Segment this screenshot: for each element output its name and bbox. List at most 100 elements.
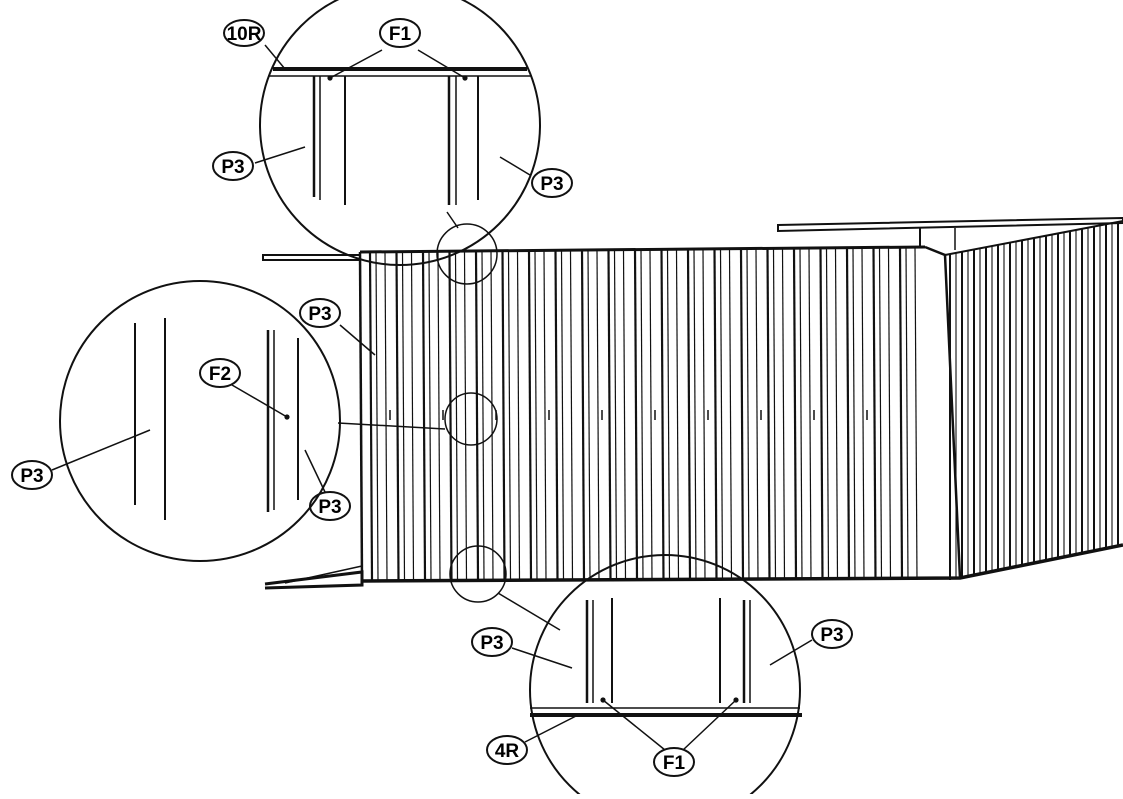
panel-rib: [660, 249, 665, 581]
label-f1-bottom: F1: [663, 753, 686, 774]
label-bubble: [309, 491, 351, 521]
panel-rib: [781, 248, 786, 581]
label-bubble: [471, 627, 513, 657]
panel-rib: [666, 249, 671, 581]
panel-rib: [501, 250, 506, 581]
panel-rib: [728, 248, 733, 581]
label-bubble: [379, 18, 421, 48]
panel-rib: [755, 248, 759, 581]
wall-left-edge: [358, 251, 364, 582]
label-p3-main: P3: [308, 304, 331, 325]
label-p3-bottom-right: P3: [820, 625, 843, 646]
label-bubble: [653, 747, 695, 777]
panel-rib: [799, 248, 803, 581]
panel-rib: [428, 251, 432, 581]
panel-rib: [384, 251, 388, 581]
connector-bottom: [497, 592, 561, 631]
panel-rib: [887, 247, 892, 581]
panel-rib: [739, 248, 745, 581]
panel-rib: [596, 249, 600, 581]
panel-rib: [375, 251, 379, 581]
leader-p3-main: [339, 324, 376, 356]
panel-rib: [401, 251, 406, 581]
panel-rib: [587, 249, 591, 581]
back-rail: [777, 216, 1123, 233]
leader-p3-top-left: [254, 146, 306, 164]
label-f1-top: F1: [389, 24, 412, 45]
panel-rib: [872, 247, 877, 581]
panel-rib: [746, 248, 750, 581]
label-p3-bottom-left: P3: [480, 633, 503, 654]
panel-rib: [772, 248, 777, 581]
panel-rib: [543, 250, 547, 581]
panel-rib: [825, 247, 830, 581]
label-bubble: [199, 358, 241, 388]
panel-rib: [792, 248, 798, 581]
detail-mid: F2 P3 P3: [11, 280, 351, 562]
shed-wall: [262, 216, 1123, 590]
leader-f2: [231, 384, 288, 418]
leader-p3-bottom-left: [511, 647, 573, 669]
wall-corner: [924, 245, 962, 579]
detail-top: 10R F1 P3 P3: [212, 0, 573, 266]
panel-rib: [395, 251, 400, 581]
panel-rib: [560, 250, 565, 581]
panel-rib: [569, 250, 574, 581]
panel-rib: [481, 250, 485, 581]
leader-f1-bottom: [602, 699, 737, 751]
panel-rib: [649, 249, 653, 581]
leader-f1-top: [329, 49, 466, 79]
panel-rib: [878, 247, 883, 581]
panel-rib: [516, 250, 521, 581]
panel-rib: [845, 247, 851, 581]
panel-rib: [454, 251, 459, 581]
label-bubble: [11, 460, 53, 490]
panel-rib: [713, 248, 718, 581]
panel-rib: [633, 249, 639, 581]
label-bubble: [811, 619, 853, 649]
label-10r: 10R: [227, 24, 262, 45]
leader-10r: [264, 44, 286, 70]
connector-top: [446, 211, 459, 229]
detail-bottom: P3 P3 4R F1: [471, 554, 853, 799]
label-bubble: [531, 168, 573, 198]
top-rail-stub: [262, 254, 361, 261]
connector-mid: [337, 422, 446, 430]
detail-top-circle: [259, 0, 541, 266]
label-bubble: [486, 735, 528, 765]
bottom-rail-stub-edge: [284, 565, 363, 584]
leader-p3-bottom-right: [769, 639, 813, 666]
panel-rib: [914, 247, 918, 581]
panel-rib: [507, 250, 512, 581]
detail-bottom-circle: [529, 554, 801, 799]
panel-rib: [421, 251, 427, 581]
panel-rib: [527, 250, 533, 581]
panel-rib: [834, 247, 839, 581]
panel-rib: [640, 249, 644, 581]
leader-p3-mid-left: [51, 429, 151, 471]
panel-rib: [852, 247, 856, 581]
panel-rib: [808, 248, 812, 581]
leader-p3-top-right: [499, 156, 531, 176]
ref-circle-top: [436, 223, 498, 285]
bottom-rail-stub: [264, 570, 364, 590]
panel-rib: [437, 251, 441, 581]
label-f2: F2: [209, 364, 231, 385]
panel-rib: [368, 251, 374, 581]
panel-rib: [410, 251, 415, 581]
front-panel-ribs: [368, 247, 918, 581]
panel-rib: [463, 251, 468, 581]
panel-rib: [861, 247, 865, 581]
panel-rib: [474, 250, 480, 581]
side-panel-ribs: [949, 222, 1119, 580]
panel-rib: [766, 248, 771, 581]
panel-rib: [622, 249, 627, 581]
panel-rib: [719, 248, 724, 581]
leader-p3-mid-right: [304, 449, 326, 493]
label-p3-top-right: P3: [540, 174, 563, 195]
panel-rib: [693, 249, 697, 581]
panel-rib: [607, 249, 612, 581]
panel-rib: [490, 250, 494, 581]
panel-rib: [613, 249, 618, 581]
